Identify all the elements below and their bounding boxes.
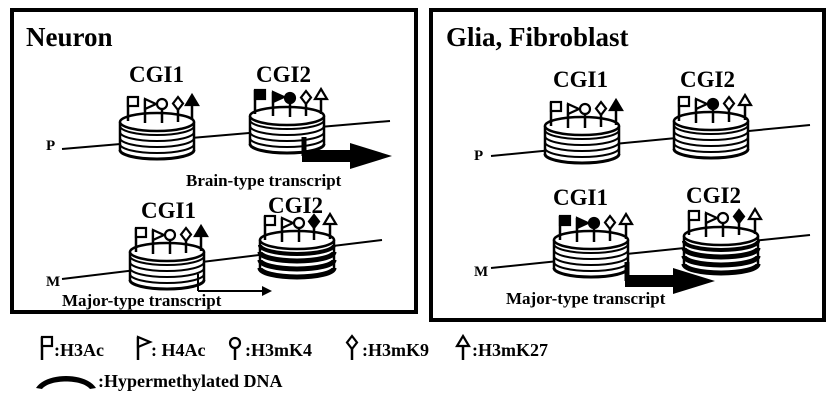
neuron-major-transcript-label: Major-type transcript [62, 291, 222, 310]
neuron-p-cgi2-nucleosome [248, 105, 326, 155]
legend-h3mk9: :H3mK9 [362, 340, 429, 360]
legend-hypermethylated: :Hypermethylated DNA [98, 371, 282, 391]
neuron-panel: Neuron P CGI1 CGI2 Brain-type transcript… [10, 8, 418, 314]
triangle-flag-icon [136, 335, 153, 360]
hypermethylated-dna-icon [36, 376, 96, 389]
brain-type-transcript-label: Brain-type transcript [186, 171, 342, 190]
brain-type-transcript-arrow [302, 143, 392, 169]
glia-m-cgi2-label: CGI2 [686, 183, 741, 208]
arrow-flag-icon [455, 333, 471, 360]
neuron-p-cgi1-nucleosome [118, 111, 196, 161]
neuron-m-cgi2-nucleosome [260, 231, 334, 277]
legend-h3mk27: :H3mK27 [472, 340, 548, 360]
neuron-strand-p-label: P [46, 138, 55, 154]
diamond-flag-icon [345, 334, 359, 360]
neuron-strand-m-label: M [46, 274, 60, 290]
neuron-title: Neuron [26, 22, 113, 52]
glia-fibroblast-panel: Glia, Fibroblast P CGI1 CGI2 M CGI1 CGI2 [429, 8, 826, 322]
square-flag-icon [40, 335, 54, 360]
neuron-m-cgi1-label: CGI1 [141, 198, 196, 223]
glia-p-cgi2-nucleosome [672, 110, 750, 160]
glia-p-cgi1-label: CGI1 [553, 67, 608, 92]
glia-major-transcript-label: Major-type transcript [506, 289, 666, 308]
glia-m-cgi1-label: CGI1 [553, 185, 608, 210]
legend-h3mk4: :H3mK4 [245, 340, 312, 360]
legend: :H3Ac : H4Ac :H3mK4 :H3mK9 :H3mK27 :Hype… [36, 333, 548, 391]
glia-m-cgi1-nucleosome [552, 229, 630, 279]
legend-h4ac: : H4Ac [151, 340, 205, 360]
neuron-m-cgi1-nucleosome [128, 241, 206, 291]
neuron-p-cgi2-label: CGI2 [256, 62, 311, 87]
legend-h3ac: :H3Ac [54, 340, 104, 360]
glia-title: Glia, Fibroblast [446, 22, 629, 52]
glia-p-cgi1-nucleosome [543, 115, 621, 165]
glia-m-cgi2-nucleosome [684, 227, 758, 273]
glia-p-cgi2-label: CGI2 [680, 67, 735, 92]
lollipop-icon [228, 336, 242, 360]
neuron-major-transcript-arrow [197, 274, 272, 296]
neuron-p-cgi1-label: CGI1 [129, 62, 184, 87]
glia-strand-p-label: P [474, 148, 483, 164]
glia-strand-m-label: M [474, 264, 488, 280]
